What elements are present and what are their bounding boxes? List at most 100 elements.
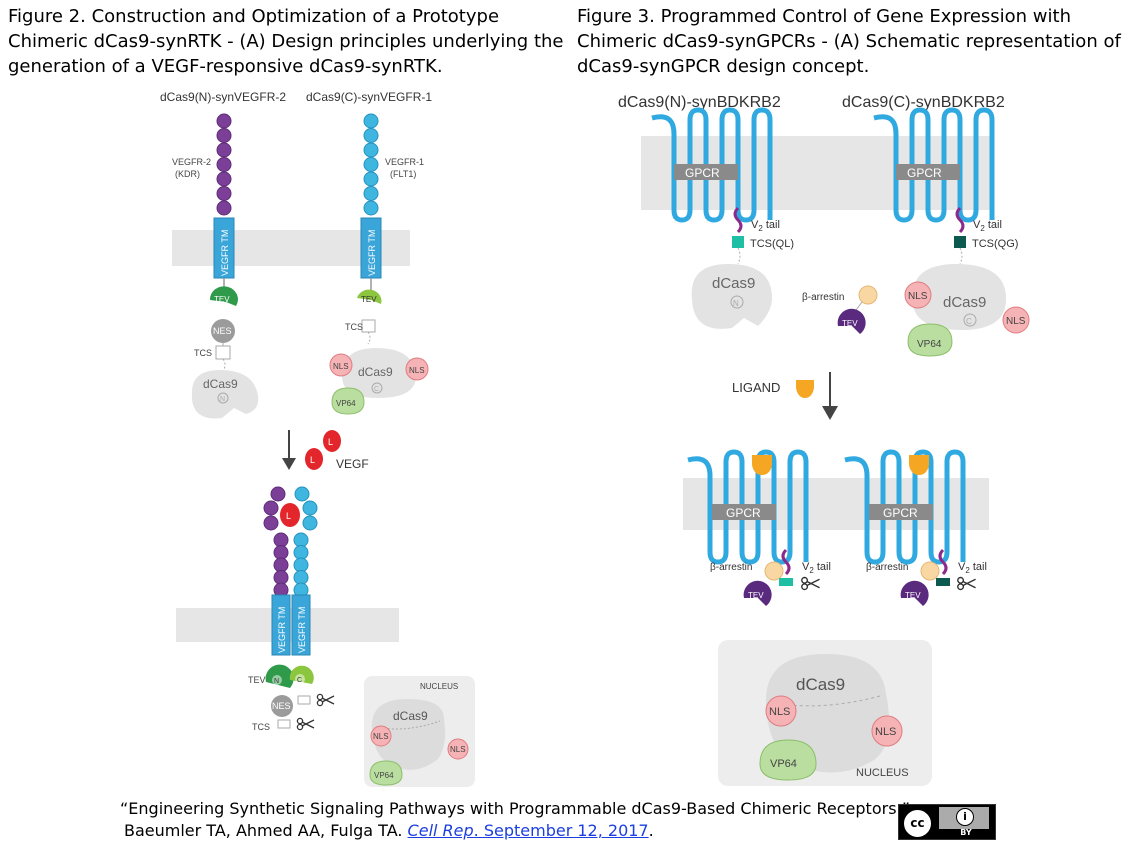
receptor-bead	[273, 557, 289, 573]
dcas9-label: dCas9	[943, 294, 986, 311]
barrestin-label: β-arrestin	[710, 562, 752, 573]
v2-tail-label: V2 tail	[973, 219, 1002, 233]
receptor-bead	[216, 113, 232, 129]
nls-domain	[329, 353, 353, 377]
tev-label: TEV	[361, 295, 377, 304]
tcs-box	[215, 345, 231, 360]
cc-icon: cc	[902, 808, 933, 839]
scissors-icon	[296, 717, 315, 731]
c-mark: C	[374, 386, 379, 393]
receptor-bead	[216, 142, 232, 158]
dcas9-label: dCas9	[712, 275, 755, 292]
kdr-label: (KDR)	[175, 169, 200, 179]
receptor-bead	[302, 515, 318, 531]
citation: “Engineering Synthetic Signaling Pathway…	[120, 798, 910, 842]
bound-ligand	[752, 455, 772, 475]
vp64-label: VP64	[374, 771, 394, 780]
construct-label-c: dCas9(C)-synVEGFR-1	[306, 90, 432, 104]
tm-label: VEGFR TM	[367, 230, 377, 276]
v2-tail-label: V2 tail	[958, 561, 987, 575]
nls-label: NLS	[450, 745, 466, 754]
receptor-bead	[216, 200, 232, 216]
n-label: N	[220, 309, 225, 316]
tm-label: VEGFR TM	[297, 607, 307, 653]
c-label: C	[366, 307, 371, 314]
gpcr-label: GPCR	[726, 506, 761, 520]
vegfr1-domain	[363, 113, 379, 216]
vegf-ligand	[305, 448, 323, 470]
nls-label: NLS	[409, 366, 425, 375]
n-mark: N	[220, 396, 225, 403]
receptor-bead	[363, 200, 379, 216]
tm-label: VEGFR TM	[277, 607, 287, 653]
nls-label: NLS	[1006, 316, 1026, 327]
gpcr-receptor-n	[651, 107, 773, 223]
nls-label: NLS	[373, 732, 389, 741]
n-mark: N	[733, 299, 739, 308]
caption-line: Chimeric dCas9-synRTK - (A) Design princ…	[8, 31, 564, 52]
tev-protease	[837, 308, 866, 334]
ligand-label: LIGAND	[732, 380, 780, 395]
nes-domain	[211, 319, 235, 343]
vegfr2-label: VEGFR-2	[172, 157, 211, 167]
receptor-bead	[293, 545, 309, 560]
tcs-qg-label: TCS(QG)	[972, 238, 1018, 250]
ligand-label: L	[310, 455, 315, 465]
tev-n-fragment	[209, 286, 238, 306]
tev-label: TEV	[248, 675, 266, 685]
bound-vegf	[280, 503, 300, 527]
receptor-bead	[216, 157, 232, 172]
figure3-caption: Figure 3. Programmed Control of Gene Exp…	[577, 4, 1121, 79]
barrestin-label: β-arrestin	[802, 292, 844, 303]
figure2-diagram: dCas9(N)-synVEGFR-2 dCas9(C)-synVEGFR-1 …	[160, 90, 475, 787]
receptor-bead	[363, 186, 379, 201]
receptor-bead	[294, 486, 310, 502]
caption-line: Figure 3. Programmed Control of Gene Exp…	[577, 6, 1071, 27]
caption-line: generation of a VEGF-responsive dCas9-sy…	[8, 56, 443, 77]
vp64-label: VP64	[336, 399, 356, 408]
tev-label: TEV	[842, 319, 858, 328]
gpcr-receptor-c	[873, 107, 995, 223]
nes-label: NES	[213, 326, 232, 336]
receptor-bead	[293, 532, 309, 548]
nls-domain	[405, 357, 429, 381]
nls-label: NLS	[333, 362, 349, 371]
flt1-label: (FLT1)	[390, 169, 416, 179]
dcas9-c	[342, 348, 416, 398]
construct-label-c: dCas9(C)-synBDKRB2	[842, 94, 1005, 111]
scissors-icon	[957, 576, 977, 591]
caption-line: dCas9-synGPCR design concept.	[577, 56, 870, 77]
c-mark: C	[966, 317, 972, 326]
citation-journal-link[interactable]: Cell Rep. September 12, 2017	[407, 821, 649, 840]
dcas9-n	[191, 370, 259, 419]
receptor-bead	[216, 171, 232, 187]
vegf-label: VEGF	[336, 457, 369, 471]
receptor-bead	[263, 500, 279, 516]
tcs-label: TCS	[345, 322, 363, 332]
gpcr-label: GPCR	[685, 166, 720, 180]
dcas9-n	[691, 264, 772, 329]
receptor-bead	[273, 532, 289, 548]
tcs-label: TCS	[194, 348, 212, 358]
receptor-bead	[293, 557, 309, 573]
nls-label: NLS	[908, 291, 928, 302]
citation-title: “Engineering Synthetic Signaling Pathway…	[120, 799, 910, 818]
receptor-bead	[293, 570, 309, 585]
nucleus-label: NUCLEUS	[856, 767, 909, 779]
construct-label-n: dCas9(N)-synVEGFR-2	[160, 90, 286, 104]
receptor-bead	[363, 128, 379, 143]
construct-label-n: dCas9(N)-synBDKRB2	[618, 94, 781, 111]
vegf-ligand	[323, 430, 341, 452]
n-mark: N	[274, 678, 279, 685]
nucleus-label: NUCLEUS	[420, 682, 458, 691]
nls-label: NLS	[875, 726, 896, 738]
scissors-icon	[801, 576, 821, 591]
cc-by-license-badge: cc i BY	[898, 804, 996, 840]
ligand-icon	[796, 380, 814, 398]
tcs-qg-box	[954, 236, 966, 248]
receptor-bead	[270, 486, 286, 502]
vp64-domain	[331, 387, 365, 415]
dcas9-label: dCas9	[393, 709, 428, 723]
by-label: BY	[960, 828, 972, 837]
tm-label: VEGFR TM	[220, 230, 230, 276]
